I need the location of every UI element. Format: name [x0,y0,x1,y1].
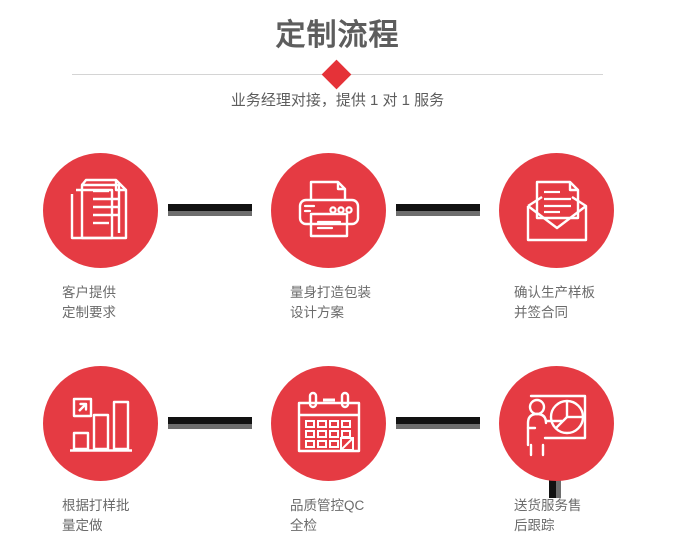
presenter-pie-chart-icon [526,394,586,456]
flow-step-6-label: 送货服务售 后跟踪 [514,498,582,533]
flow-step-1[interactable]: 客户提供 定制要求 [0,125,200,337]
flow-step-5[interactable]: 品质管控QC 全检 [228,338,428,550]
connector-step4-step5 [168,417,252,429]
flow-step-2-label: 量身打造包装 设计方案 [290,285,371,320]
flow-step-4-label: 根据打样批 量定做 [62,498,130,533]
flow-step-4[interactable]: 根据打样批 量定做 [0,338,200,550]
flow-step-5-circle[interactable] [271,366,386,481]
flow-step-4-circle[interactable] [43,366,158,481]
connector-bar-shadow [396,211,480,216]
flow-step-2-circle[interactable] [271,153,386,268]
page-header: 定制流程 业务经理对接，提供 1 对 1 服务 [0,0,675,125]
title-divider [0,59,675,90]
connector-step1-step2 [168,204,252,216]
connector-bar [396,204,480,211]
flow-step-3[interactable]: 确认生产样板 并签合同 [456,125,656,337]
printer-icon [298,180,359,237]
flow-row-top: 客户提供 定制要求 [0,125,675,337]
connector-step2-step3 [396,204,480,216]
flow-step-1-label: 客户提供 定制要求 [62,285,116,320]
connector-bar [396,417,480,424]
flow-step-6-circle[interactable] [499,366,614,481]
flow-step-3-label: 确认生产样板 并签合同 [514,285,595,320]
diamond-icon [321,59,352,90]
documents-stack-icon [70,178,127,239]
connector-bar [168,204,252,211]
flow-step-6[interactable]: 送货服务售 后跟踪 [456,338,656,550]
connector-bar-shadow [168,424,252,429]
flow-step-1-circle[interactable] [43,153,158,268]
page-title: 定制流程 [275,19,400,52]
flow-step-3-circle[interactable] [499,153,614,268]
calendar-icon [297,391,360,452]
page-subtitle: 业务经理对接，提供 1 对 1 服务 [230,92,445,109]
flow-row-bottom: 根据打样批 量定做 [0,338,675,550]
open-envelope-letter-icon [526,180,587,241]
process-flow-diagram: 客户提供 定制要求 [0,125,675,550]
flow-step-2[interactable]: 量身打造包装 设计方案 [228,125,428,337]
connector-step5-step6 [396,417,480,429]
connector-bar-shadow [396,424,480,429]
connector-bar [168,417,252,424]
bar-chart-growth-icon [69,397,132,452]
flow-step-5-label: 品质管控QC 全检 [290,498,365,533]
connector-bar-shadow [168,211,252,216]
